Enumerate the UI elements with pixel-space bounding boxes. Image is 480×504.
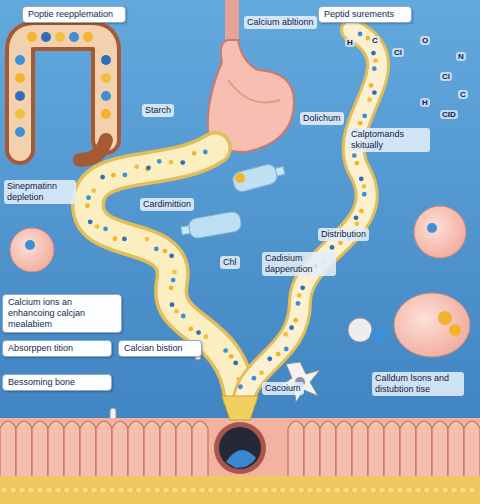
callout-label: Sinepmatinn depletion xyxy=(4,180,76,204)
box-text: Calcian bistion xyxy=(124,343,196,354)
callout-label: Calcium abltionn xyxy=(244,16,317,29)
text-box: Calcian bistion xyxy=(118,340,202,357)
callout-label: Cacoium xyxy=(262,382,304,395)
chemical-symbol: CID xyxy=(440,110,458,119)
box-text: Peptid surements xyxy=(324,9,406,20)
box-text: Calcium ions an enhancoing calcjan meala… xyxy=(8,297,116,330)
chemical-symbol: C xyxy=(370,36,380,45)
chemical-symbol: N xyxy=(456,52,466,61)
chemical-symbol: O xyxy=(420,36,430,45)
callout-label: Chl xyxy=(220,256,240,269)
chemical-symbol: Cl xyxy=(392,48,404,57)
callout-label: Calldum lsons and distubtion tise xyxy=(372,372,464,396)
box-text: Poptie reepplemation xyxy=(28,9,120,20)
text-box: Absorppen tition xyxy=(2,340,112,357)
callout-label: Cadisium dapperution xyxy=(262,252,336,276)
callout-label: Dolichum xyxy=(300,112,344,125)
chemical-symbol: H xyxy=(345,38,355,47)
chemical-symbol: C xyxy=(458,90,468,99)
box-text: Bessoming bone xyxy=(8,377,106,388)
callout-label: Calptomands skitually xyxy=(348,128,430,152)
chemical-symbol: Cl xyxy=(440,72,452,81)
text-box: Poptie reepplemation xyxy=(22,6,126,23)
callout-label: Starch xyxy=(142,104,174,117)
text-box: Peptid surements xyxy=(318,6,412,23)
chemical-symbol: H xyxy=(420,98,430,107)
callout-label: Distribution xyxy=(318,228,369,241)
text-box: Calcium ions an enhancoing calcjan meala… xyxy=(2,294,122,333)
box-text: Absorppen tition xyxy=(8,343,106,354)
text-box: Bessoming bone xyxy=(2,374,112,391)
callout-label: Cardimittion xyxy=(140,198,194,211)
